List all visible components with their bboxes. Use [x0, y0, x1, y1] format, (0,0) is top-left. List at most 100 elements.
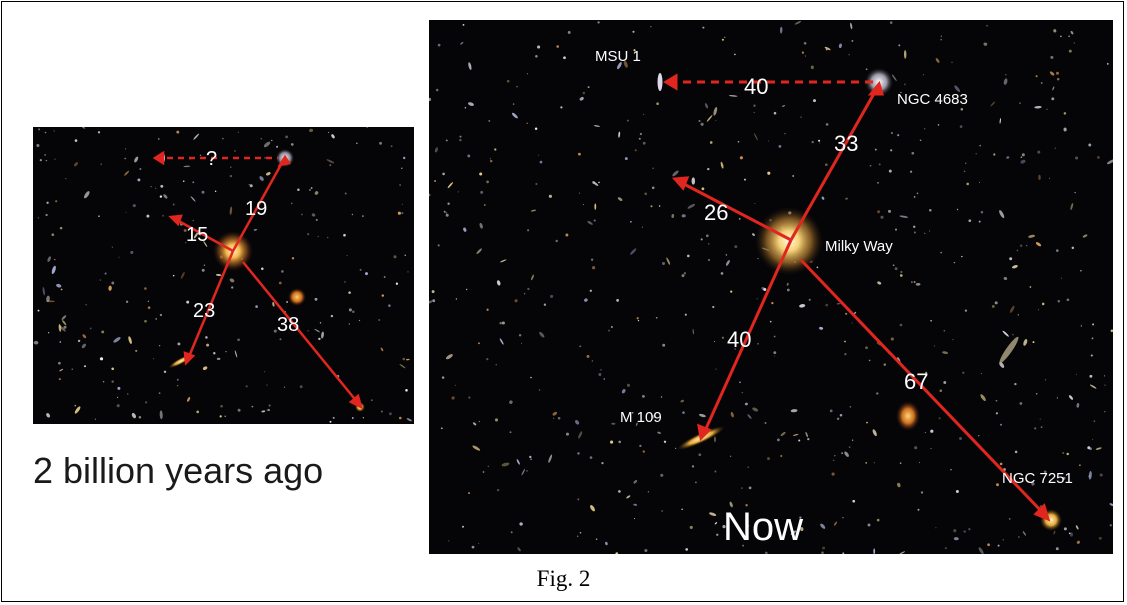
background-star [624, 157, 628, 161]
background-star [213, 351, 216, 355]
background-star [1056, 249, 1059, 252]
background-star [234, 350, 238, 358]
background-star [701, 187, 705, 191]
background-star [472, 422, 477, 426]
background-star [1056, 71, 1059, 75]
background-star [780, 431, 786, 437]
background-star [162, 214, 165, 217]
background-star [747, 466, 749, 468]
background-star [730, 412, 734, 418]
background-star [429, 193, 431, 197]
background-star [519, 522, 523, 526]
background-star [729, 501, 733, 508]
background-star [592, 266, 596, 270]
background-star [1063, 112, 1067, 115]
background-star [1096, 155, 1100, 159]
background-star [764, 551, 768, 554]
background-star [995, 399, 998, 402]
background-star [506, 79, 510, 83]
background-star [111, 281, 115, 285]
background-star [746, 533, 749, 535]
background-star [865, 346, 868, 350]
background-star [769, 320, 772, 323]
background-star [318, 337, 321, 341]
background-star [520, 342, 523, 344]
background-star [849, 406, 852, 408]
background-star [184, 241, 187, 244]
background-star [590, 258, 594, 261]
background-star [237, 408, 241, 412]
background-star [125, 300, 129, 303]
background-star [560, 106, 563, 109]
background-star [639, 132, 643, 136]
background-star [429, 97, 432, 102]
background-star [402, 156, 406, 160]
background-star [124, 148, 127, 150]
background-star [975, 153, 977, 155]
background-star [94, 418, 96, 420]
background-star [644, 192, 648, 196]
background-star [552, 417, 555, 420]
background-star [868, 359, 871, 362]
background-star [380, 347, 384, 352]
background-star [1060, 35, 1062, 38]
background-star [922, 74, 924, 76]
background-star [486, 357, 489, 361]
background-star [924, 431, 927, 434]
background-star [47, 256, 51, 262]
background-star [851, 39, 854, 42]
background-star [786, 282, 789, 286]
background-star [650, 26, 652, 28]
background-star [911, 151, 915, 155]
background-star [702, 26, 705, 29]
background-star [255, 305, 258, 308]
background-star [108, 285, 112, 291]
background-star [37, 309, 40, 312]
background-star [819, 326, 824, 330]
background-star [803, 41, 807, 45]
background-star [253, 229, 258, 231]
background-star [550, 294, 554, 298]
background-star [326, 236, 329, 239]
background-star [662, 343, 666, 347]
background-star [479, 222, 483, 229]
background-star [662, 262, 665, 265]
background-star [743, 178, 747, 181]
background-star [987, 543, 990, 547]
background-star [903, 50, 907, 59]
background-star [60, 288, 63, 291]
past-orange-galaxy [288, 288, 306, 306]
background-star [730, 290, 733, 293]
past-arrowhead-ngc7251 [348, 393, 363, 410]
background-star [892, 264, 895, 267]
background-star [851, 439, 854, 441]
background-star [1082, 234, 1088, 238]
background-star [834, 521, 837, 526]
background-star [968, 219, 972, 223]
background-star [487, 465, 489, 467]
background-star [38, 128, 41, 131]
background-star [445, 354, 453, 360]
background-star [725, 254, 728, 256]
background-star [348, 323, 351, 325]
background-star [888, 169, 892, 173]
background-star [352, 310, 355, 313]
background-star [738, 218, 741, 220]
background-star [939, 389, 943, 392]
background-star [317, 235, 319, 238]
background-star [344, 192, 347, 195]
background-star [1103, 375, 1106, 377]
background-star [615, 552, 619, 554]
background-star [1093, 420, 1096, 422]
background-star [978, 181, 981, 184]
background-star [176, 130, 180, 134]
background-star [589, 289, 592, 292]
background-star [1055, 547, 1059, 551]
background-star [656, 102, 659, 105]
background-star [501, 321, 505, 325]
background-star [261, 267, 264, 270]
background-star [631, 412, 634, 414]
background-star [222, 137, 224, 140]
background-star [113, 337, 121, 343]
background-star [911, 281, 913, 283]
